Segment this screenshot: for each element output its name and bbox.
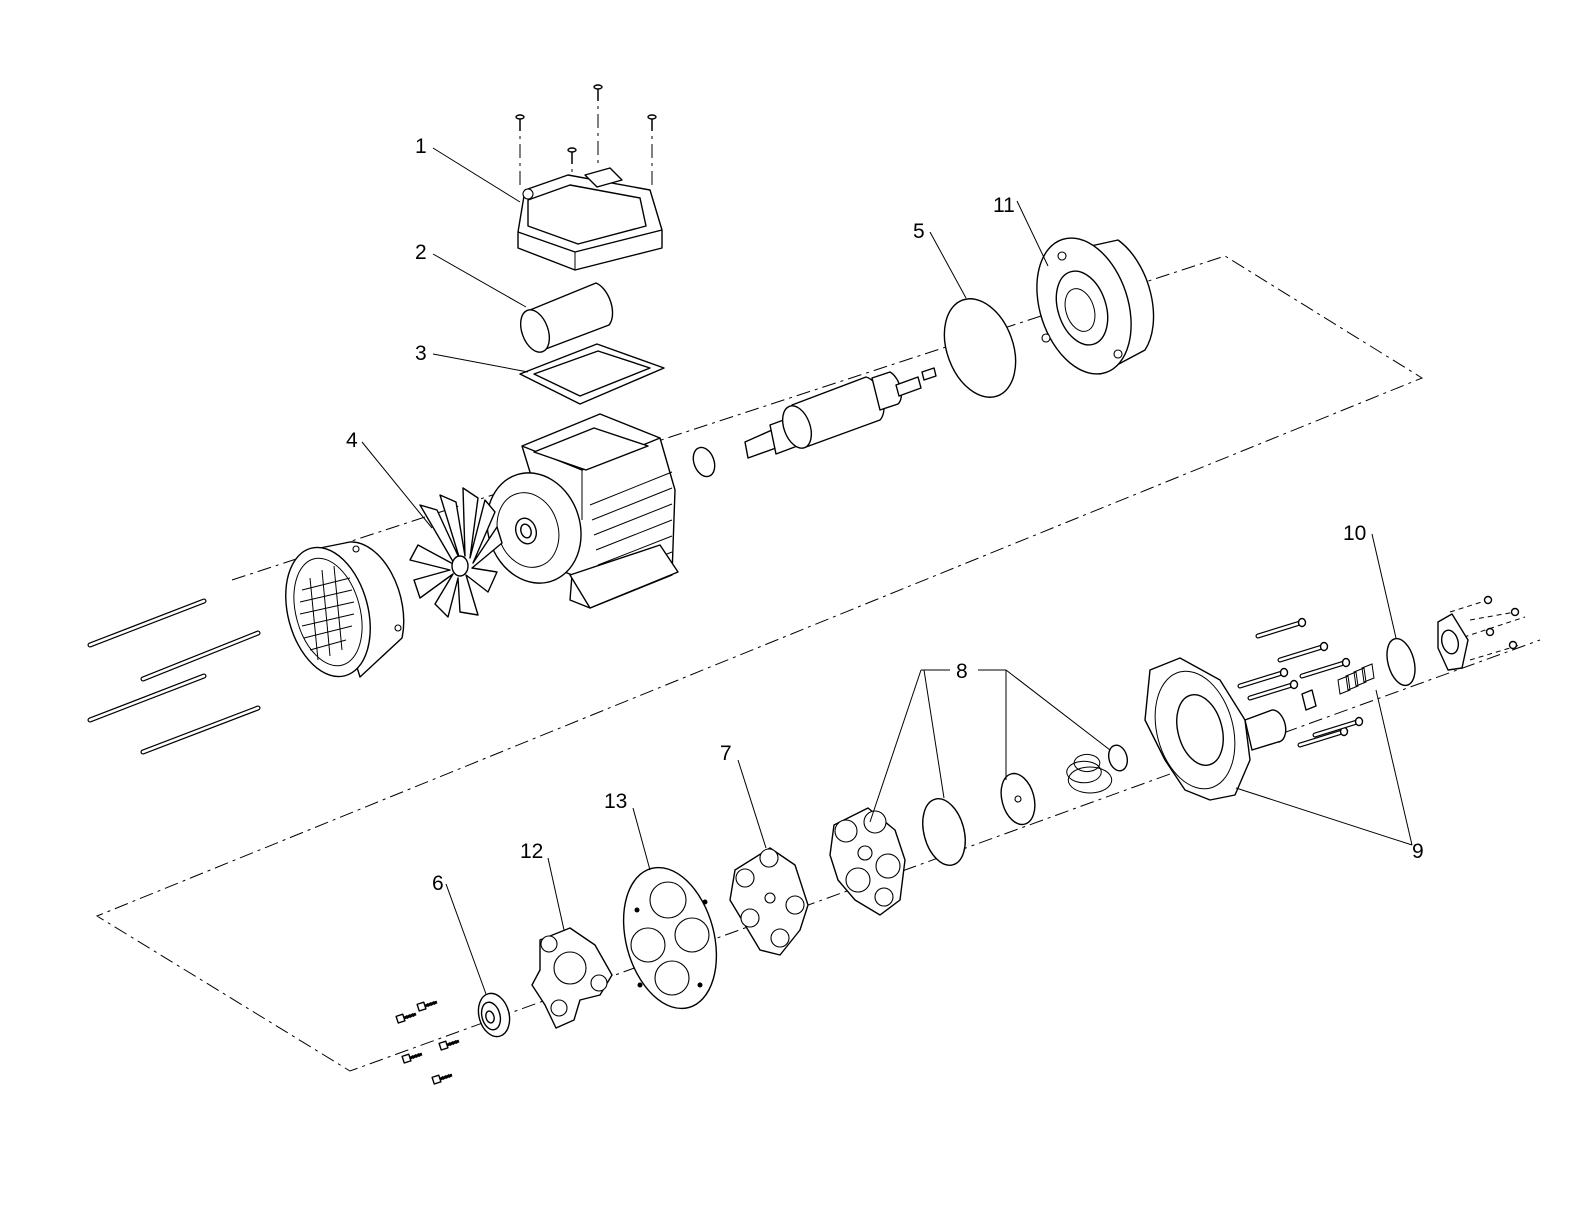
motor-bracket (1036, 237, 1155, 375)
terminal-box-screws (515, 84, 657, 165)
impeller-plate-7 (729, 847, 809, 956)
callout-10: 10 (1343, 522, 1366, 545)
pump-casing-9 (1144, 657, 1375, 801)
callout-12: 12 (520, 840, 543, 863)
callout-2: 2 (415, 241, 427, 264)
cooling-fan (409, 487, 503, 618)
callout-5: 5 (913, 220, 925, 243)
callout-13: 13 (604, 790, 627, 813)
callout-4: 4 (346, 429, 358, 452)
rotor-shaft (744, 367, 937, 459)
terminal-box-gasket (519, 343, 665, 405)
tie-bolts (87, 598, 261, 755)
flange-screws (1483, 595, 1520, 650)
capacitor (519, 282, 614, 353)
fan-cover (285, 541, 405, 678)
stage-ring-13 (622, 866, 718, 1010)
bearing (477, 992, 511, 1038)
callout-3: 3 (415, 342, 427, 365)
terminal-box-cover (517, 167, 663, 271)
o-ring-small (1386, 637, 1416, 687)
callout-11: 11 (993, 194, 1015, 217)
motor-housing (486, 413, 679, 609)
retaining-ring (692, 446, 716, 478)
callout-7: 7 (720, 742, 732, 765)
callout-6: 6 (432, 872, 444, 895)
callout-9: 9 (1412, 840, 1424, 863)
o-ring-large (943, 298, 1017, 398)
callout-1: 1 (415, 135, 427, 158)
impeller-group-8 (829, 744, 1129, 916)
callout-8: 8 (956, 660, 968, 683)
callouts: 1 2 3 4 5 6 7 8 9 10 11 12 13 (346, 135, 1424, 895)
leader-lines (361, 147, 1413, 995)
end-flange (1437, 613, 1469, 671)
diffuser-12 (531, 927, 613, 1029)
